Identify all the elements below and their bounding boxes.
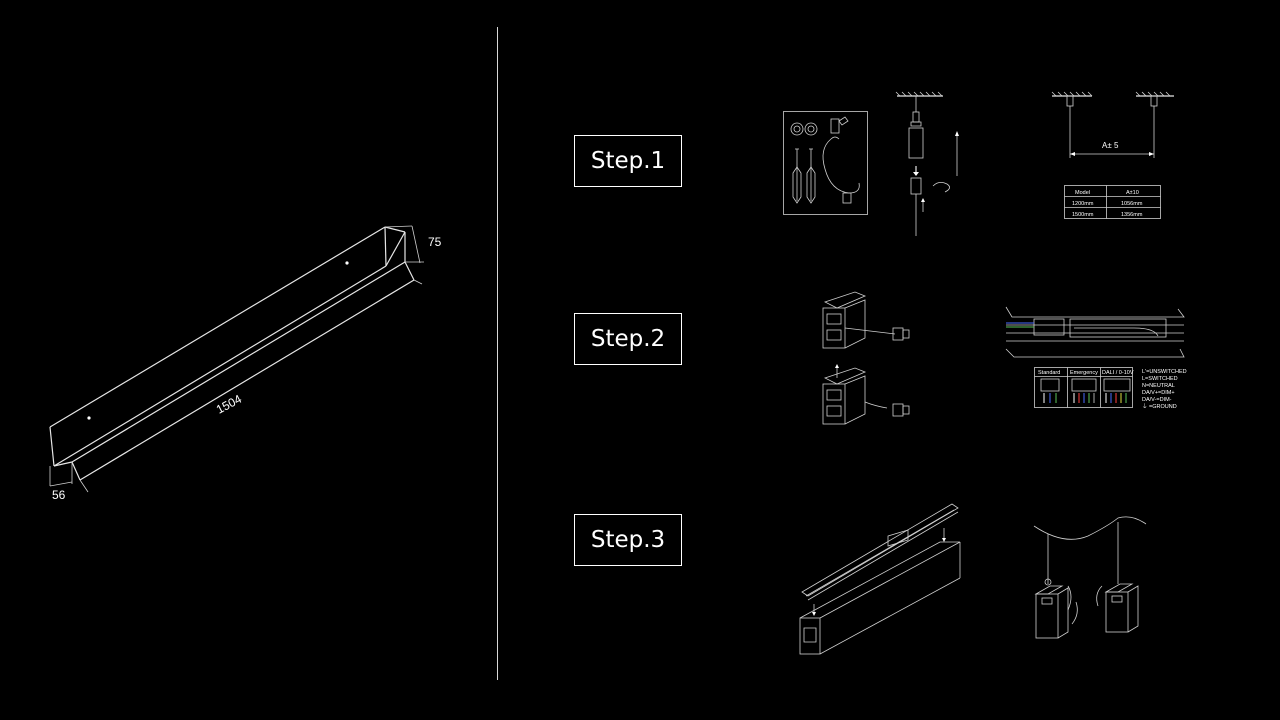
table-cell: 1056mm — [1121, 201, 1143, 207]
legend-line: L'=UNSWITCHED — [1142, 369, 1187, 375]
luminaire-dimension-drawing: 1504 75 56 — [49, 225, 442, 502]
height-label: 75 — [428, 235, 442, 249]
step2-driver-rail — [1005, 306, 1185, 358]
wiring-header-emergency: Emergency — [1070, 370, 1098, 376]
wiring-header-standard: Standard — [1038, 370, 1060, 376]
length-label: 1504 — [214, 392, 244, 417]
step2-wiring-panel: Standard Emergency DALI / 0-10V L'=UNSWI… — [1034, 367, 1187, 410]
step1-suspension-assembly — [895, 91, 959, 236]
step-2-label: Step.2 — [574, 313, 682, 365]
table-header-a: A±10 — [1126, 190, 1139, 196]
step-1-label: Step.1 — [574, 135, 682, 187]
step-3-label: Step.3 — [574, 514, 682, 566]
step1-spacing-diagram: A± 5 — [1051, 91, 1174, 158]
width-label: 56 — [52, 488, 66, 502]
step1-model-table: Model A±10 1200mm 1056mm 1500mm 1356mm — [1064, 185, 1161, 219]
table-cell: 1356mm — [1121, 212, 1143, 218]
step2-endcap-screws — [822, 291, 910, 425]
legend-line: ⏚ =GROUND — [1142, 403, 1177, 410]
legend-line: DA/V-=DIM- — [1142, 397, 1172, 403]
step3-rail-insertion — [799, 503, 961, 655]
spacing-label: A± 5 — [1102, 141, 1119, 150]
vertical-divider — [497, 27, 498, 680]
step3-ceiling-mount — [1033, 516, 1147, 639]
table-cell: 1500mm — [1072, 212, 1094, 218]
legend-line: L=SWITCHED — [1142, 376, 1178, 382]
wiring-header-dali: DALI / 0-10V — [1102, 370, 1134, 376]
legend-line: N=NEUTRAL — [1142, 383, 1175, 389]
table-cell: 1200mm — [1072, 201, 1094, 207]
step1-hardware-kit — [783, 111, 868, 215]
table-header-model: Model — [1075, 190, 1090, 196]
legend-line: DA/V+=DIM+ — [1142, 390, 1175, 396]
